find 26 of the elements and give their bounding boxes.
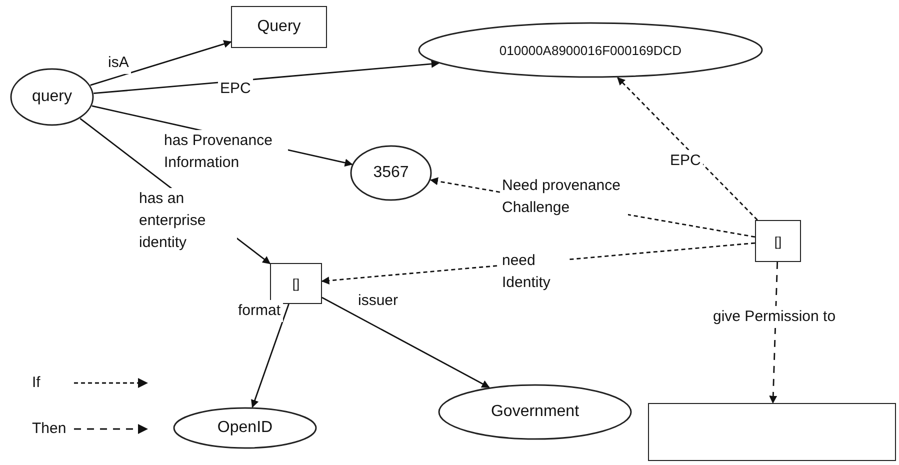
node-label: [] <box>774 234 782 248</box>
ellipse-node <box>350 145 432 201</box>
box-node <box>648 403 896 461</box>
arrow <box>322 296 490 388</box>
node-label: [] <box>292 276 300 291</box>
node-label: 010000A8900016F000169DCD <box>499 42 682 58</box>
arrow <box>617 77 758 220</box>
arrow <box>251 304 290 408</box>
ellipse-node <box>173 407 317 449</box>
box-node <box>755 220 801 262</box>
node-label: Query <box>257 18 301 36</box>
arrow <box>90 40 232 86</box>
ellipse-node <box>10 68 94 126</box>
node-label: Government <box>490 403 580 421</box>
node-label: OpenID <box>217 419 273 437</box>
ellipse-node <box>418 22 763 78</box>
box-node <box>231 6 327 48</box>
legend-label: Then <box>32 420 68 437</box>
edge-label: format <box>236 300 283 322</box>
node-label: query <box>32 88 72 106</box>
ellipse-node <box>438 384 632 440</box>
node-label: 3567 <box>373 164 409 182</box>
arrow <box>94 60 440 94</box>
arrow <box>769 262 778 404</box>
box-node <box>270 263 322 304</box>
legend-label: If <box>32 374 42 391</box>
